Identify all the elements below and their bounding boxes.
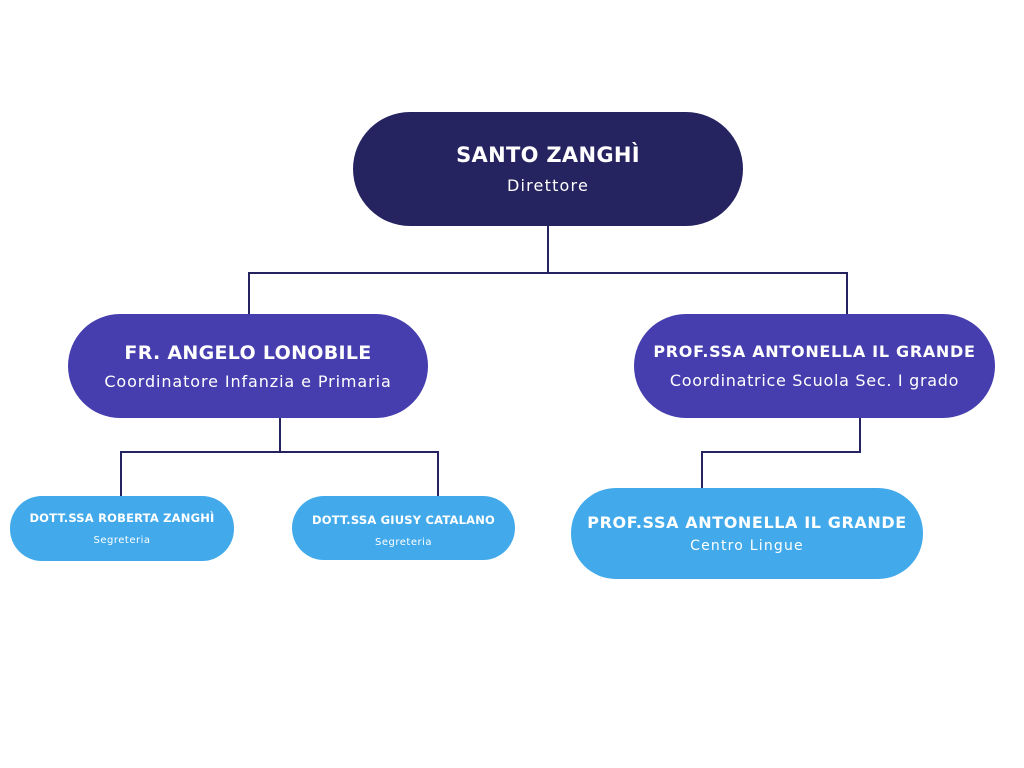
- node-roberta-role: Segreteria: [93, 535, 151, 546]
- node-angelo-role: Coordinatore Infanzia e Primaria: [104, 371, 392, 391]
- node-lingue-name: PROF.SSA ANTONELLA IL GRANDE: [587, 513, 907, 532]
- node-coordinator-secondaria: PROF.SSA ANTONELLA IL GRANDE Coordinatri…: [634, 314, 995, 418]
- node-director-name: SANTO ZANGHÌ: [456, 143, 640, 167]
- node-roberta-name: DOTT.SSA ROBERTA ZANGHÌ: [29, 511, 215, 525]
- node-segreteria-giusy: DOTT.SSA GIUSY CATALANO Segreteria: [292, 496, 515, 560]
- connector-director-angelo: [248, 226, 549, 314]
- node-lingue-role: Centro Lingue: [690, 538, 804, 554]
- node-antonella-name: PROF.SSA ANTONELLA IL GRANDE: [653, 342, 976, 361]
- connector-director-antonella: [548, 272, 848, 314]
- node-giusy-role: Segreteria: [375, 537, 432, 548]
- connector-angelo-roberta: [120, 418, 281, 496]
- node-antonella-role: Coordinatrice Scuola Sec. I grado: [669, 371, 960, 390]
- node-director-role: Direttore: [506, 176, 590, 195]
- node-segreteria-roberta: DOTT.SSA ROBERTA ZANGHÌ Segreteria: [10, 496, 234, 561]
- node-coordinator-infanzia-primaria: FR. ANGELO LONOBILE Coordinatore Infanzi…: [68, 314, 428, 418]
- node-centro-lingue: PROF.SSA ANTONELLA IL GRANDE Centro Ling…: [571, 488, 923, 579]
- connector-angelo-giusy: [280, 451, 439, 496]
- node-angelo-name: FR. ANGELO LONOBILE: [124, 341, 372, 364]
- node-giusy-name: DOTT.SSA GIUSY CATALANO: [311, 513, 496, 527]
- node-director: SANTO ZANGHÌ Direttore: [353, 112, 743, 226]
- connector-antonella-lingue: [701, 418, 861, 488]
